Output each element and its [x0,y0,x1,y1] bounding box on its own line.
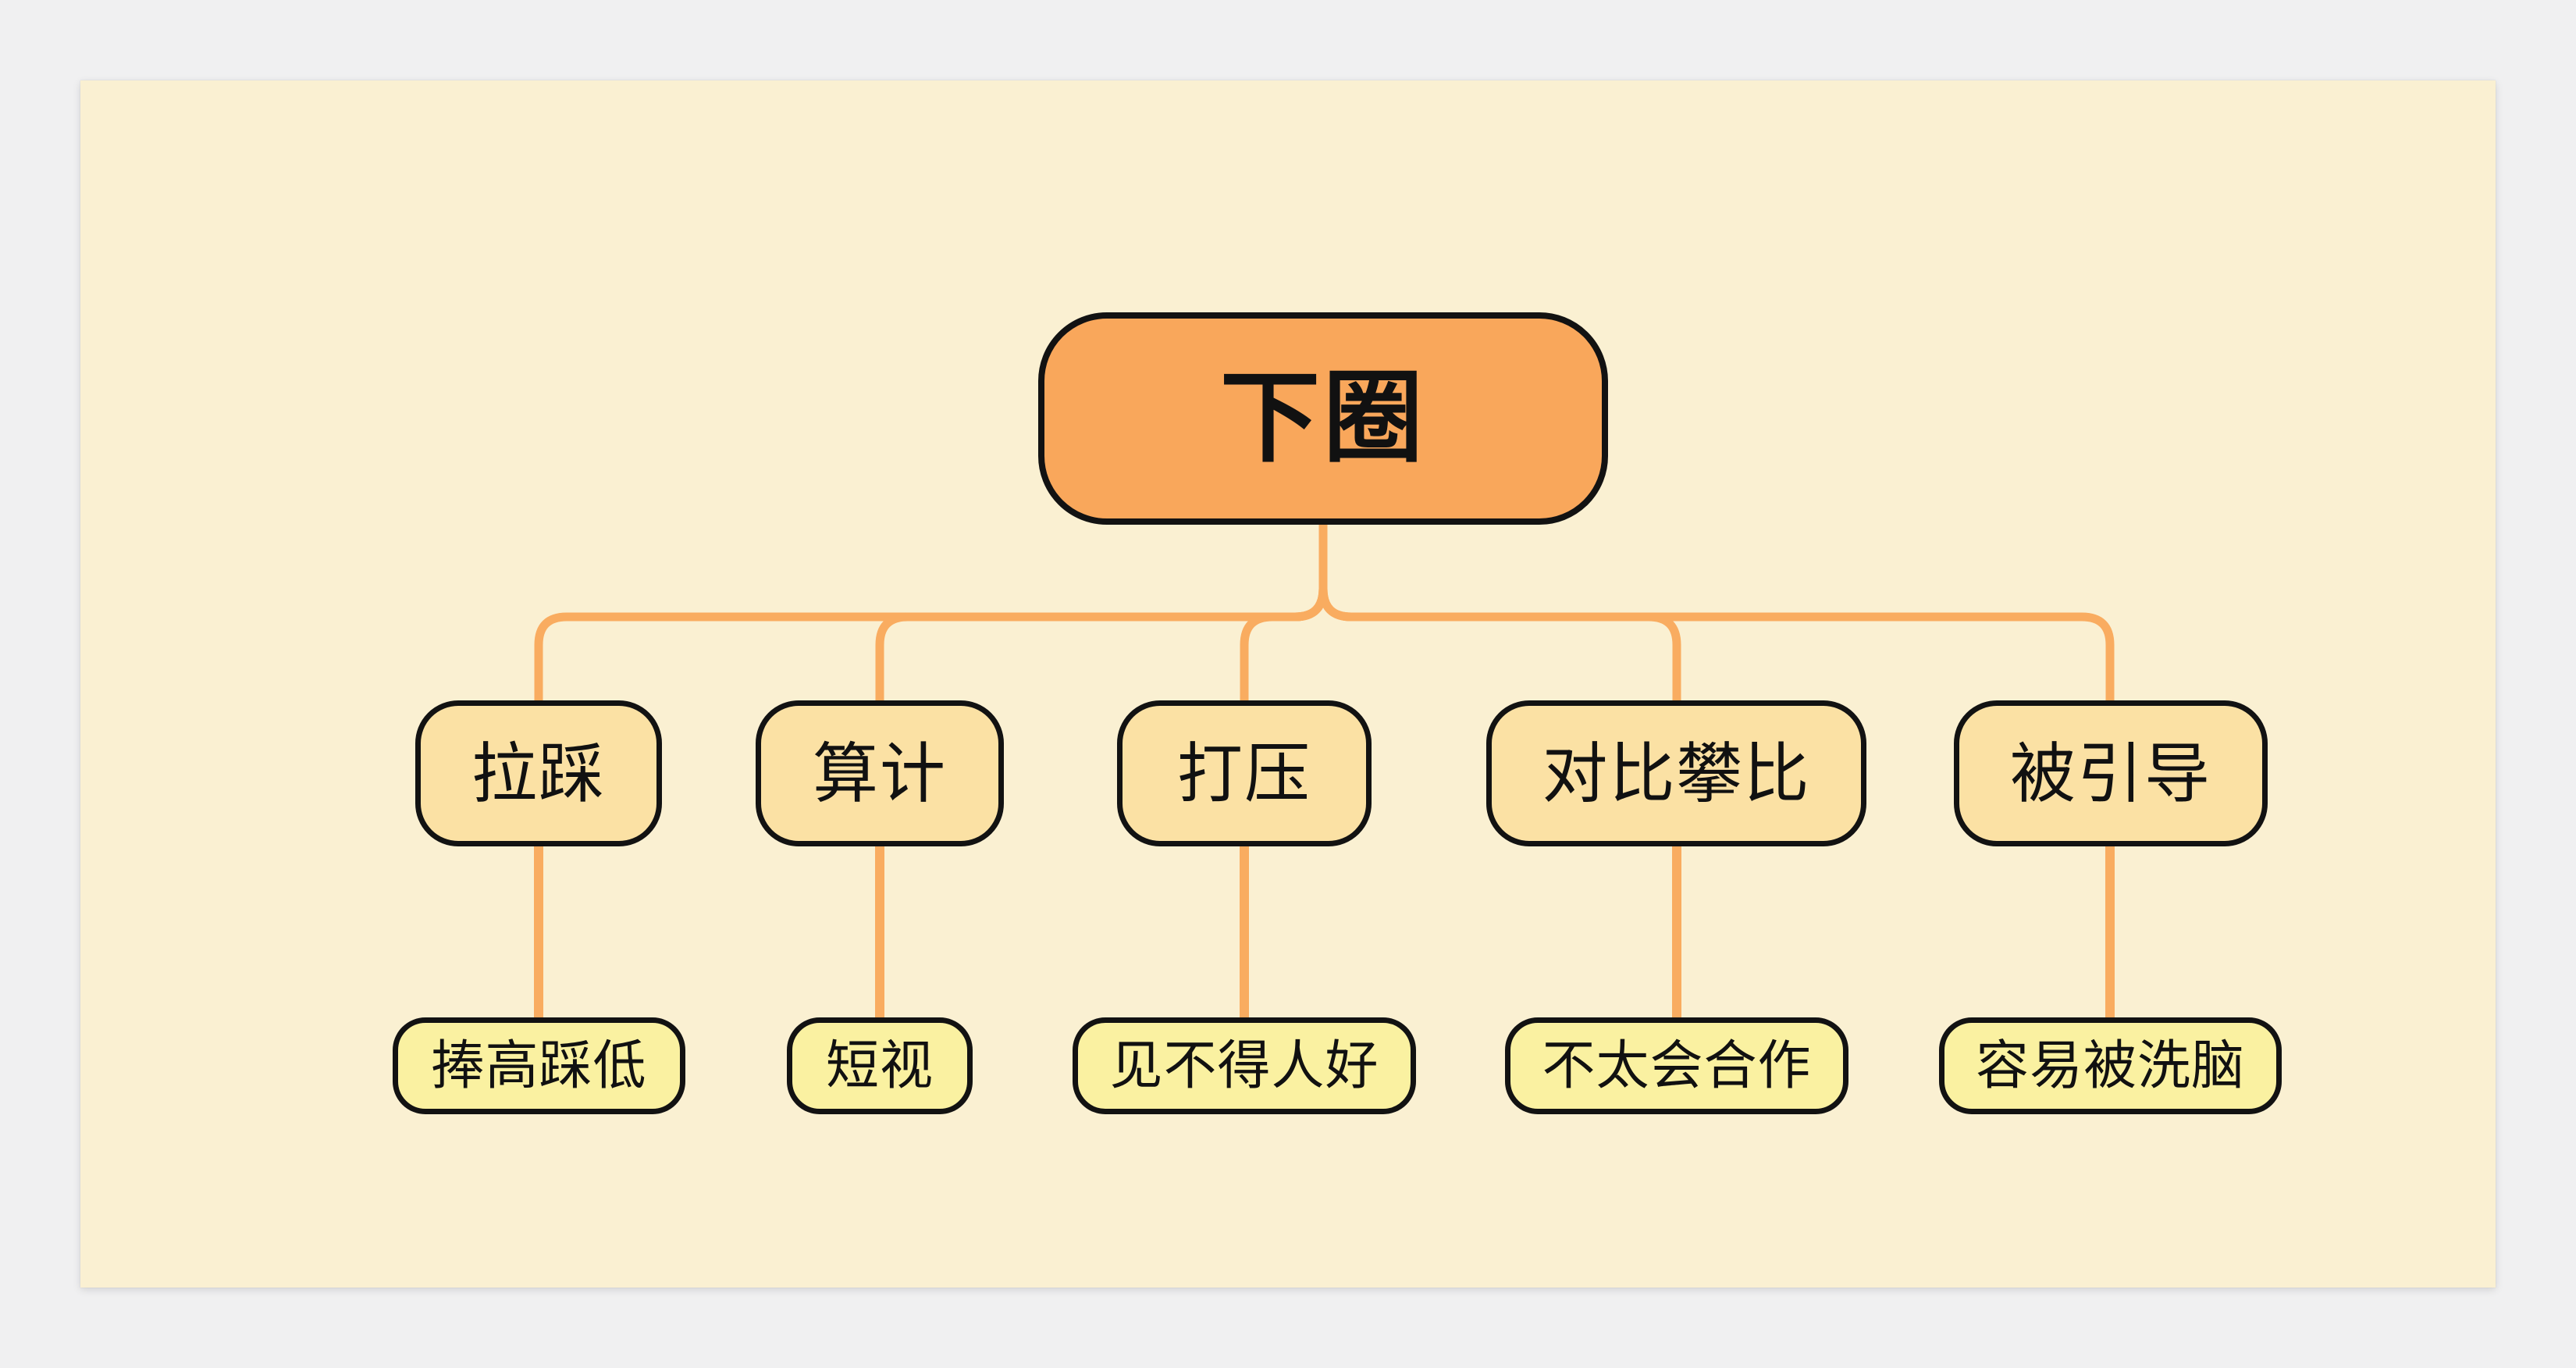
branch-node-4[interactable]: 对比攀比 [1486,700,1866,846]
branch-node-1[interactable]: 拉踩 [415,700,662,846]
connector-root-branch-1 [534,518,1328,709]
connector-root-branch-2 [875,518,1328,709]
leaf-node-2[interactable]: 短视 [787,1017,973,1114]
connector-root-branch-5 [1318,518,2115,709]
branch-node-3[interactable]: 打压 [1117,700,1372,846]
leaf-node-1[interactable]: 捧高踩低 [393,1017,685,1114]
mindmap-canvas[interactable]: 下圈 拉踩 算计 打压 对比攀比 被引导 捧高踩低 短视 见不得人好 不太会合作… [80,80,2496,1288]
leaf-node-4[interactable]: 不太会合作 [1505,1017,1848,1114]
root-node[interactable]: 下圈 [1038,312,1608,525]
connector-root-branch-4 [1318,518,1681,709]
connector-root-branch-3 [1240,518,1328,709]
leaf-node-5[interactable]: 容易被洗脑 [1939,1017,2282,1114]
branch-node-2[interactable]: 算计 [756,700,1004,846]
branch-node-5[interactable]: 被引导 [1954,700,2268,846]
leaf-node-3[interactable]: 见不得人好 [1073,1017,1416,1114]
